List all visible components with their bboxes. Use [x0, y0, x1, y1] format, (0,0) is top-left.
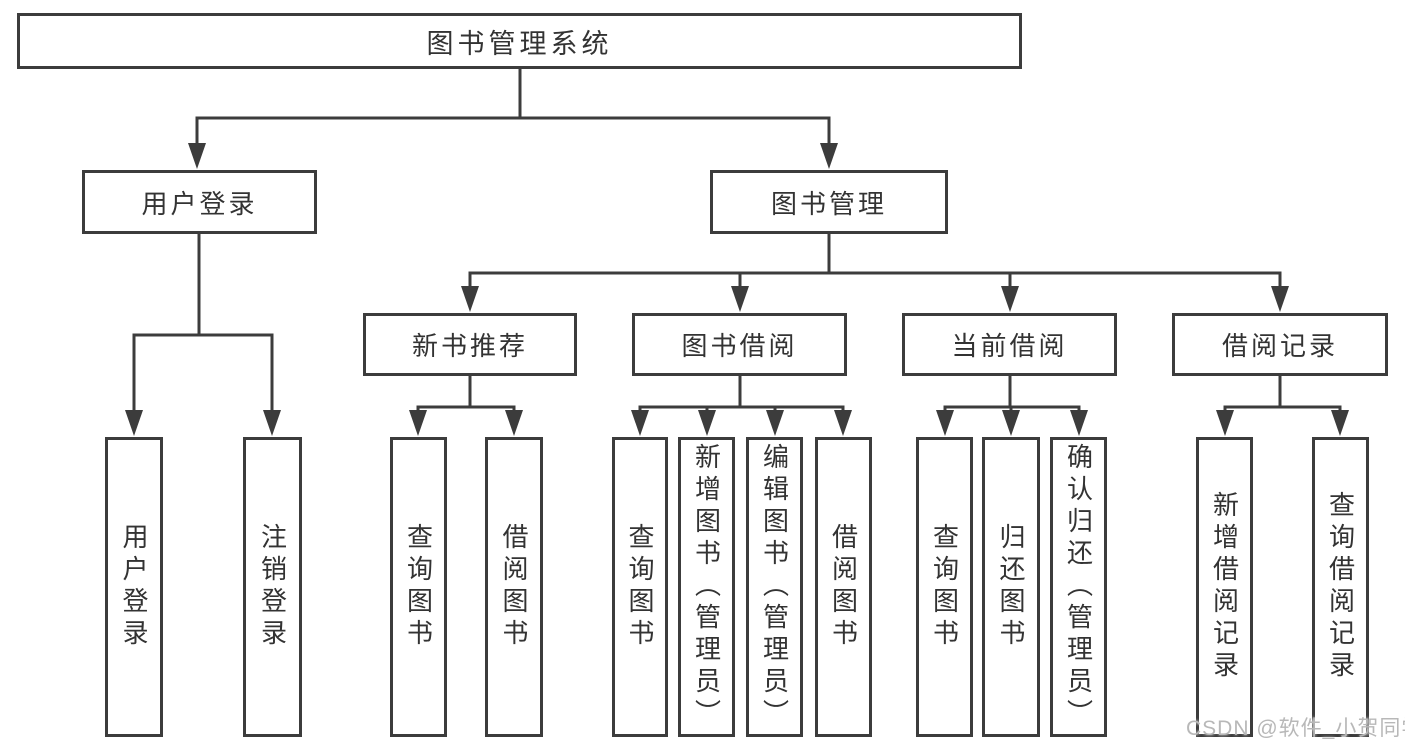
- arrowhead-icon: [505, 410, 523, 436]
- node-current-borrow: 当前借阅: [902, 313, 1117, 376]
- arrowhead-icon: [409, 410, 427, 436]
- leaf-edit-book-admin: 编辑图书（管理员）: [746, 437, 803, 737]
- leaf-add-borrow-record-label: 新增借阅记录: [1209, 491, 1240, 683]
- leaf-query-borrow-record-label: 查询借阅记录: [1325, 491, 1356, 683]
- leaf-logout-login-label: 注销登录: [257, 523, 288, 651]
- node-user-login: 用户登录: [82, 170, 317, 234]
- csdn-watermark: CSDN @软件_小贺同学: [1186, 717, 1405, 740]
- arrowhead-icon: [461, 286, 479, 312]
- leaf-user-login: 用户登录: [105, 437, 163, 737]
- arrowhead-icon: [1070, 410, 1088, 436]
- arrowhead-icon: [263, 410, 281, 436]
- node-new-book-recommend: 新书推荐: [363, 313, 577, 376]
- arrowhead-icon: [936, 410, 954, 436]
- leaf-return-book: 归还图书: [982, 437, 1040, 737]
- leaf-borrow-book-1-label: 借阅图书: [499, 523, 529, 651]
- arrowhead-icon: [834, 410, 852, 436]
- leaf-query-book-1-label: 查询图书: [403, 523, 434, 651]
- arrowhead-icon: [731, 286, 749, 312]
- connector-borrow-records: [1223, 376, 1342, 409]
- leaf-query-borrow-record: 查询借阅记录: [1312, 437, 1369, 737]
- leaf-add-book-admin-label: 新增图书（管理员）: [691, 443, 722, 731]
- arrowhead-icon: [631, 410, 649, 436]
- leaf-return-book-label: 归还图书: [996, 523, 1026, 651]
- leaf-query-book-3: 查询图书: [916, 437, 973, 737]
- node-root-label: 图书管理系统: [426, 28, 613, 59]
- arrowhead-icon: [188, 143, 206, 169]
- arrowhead-icon: [1271, 286, 1289, 312]
- node-borrow-records-label: 借阅记录: [1221, 331, 1338, 361]
- arrowhead-icon: [125, 410, 143, 436]
- leaf-query-book-1: 查询图书: [390, 437, 447, 737]
- leaf-edit-book-admin-label: 编辑图书（管理员）: [759, 443, 790, 731]
- leaf-confirm-return-admin: 确认归还（管理员）: [1050, 437, 1107, 737]
- arrowhead-icon: [766, 410, 784, 436]
- leaf-borrow-book-2: 借阅图书: [815, 437, 872, 737]
- node-new-book-recommend-label: 新书推荐: [411, 331, 528, 361]
- node-root: 图书管理系统: [17, 13, 1022, 69]
- leaf-query-book-3-label: 查询图书: [929, 523, 960, 651]
- node-book-management-label: 图书管理: [770, 188, 887, 219]
- connector-new-book-recommend: [416, 376, 516, 409]
- arrowhead-icon: [1002, 410, 1020, 436]
- arrowhead-icon: [1331, 410, 1349, 436]
- leaf-logout-login: 注销登录: [243, 437, 302, 737]
- node-book-borrow-label: 图书借阅: [681, 331, 798, 361]
- node-user-login-label: 用户登录: [141, 188, 258, 219]
- leaf-add-borrow-record: 新增借阅记录: [1196, 437, 1253, 737]
- node-book-management: 图书管理: [710, 170, 948, 234]
- connector-current-borrow: [943, 376, 1081, 409]
- leaf-borrow-book-2-label: 借阅图书: [828, 523, 859, 651]
- leaf-confirm-return-admin-label: 确认归还（管理员）: [1063, 443, 1094, 731]
- arrowhead-icon: [1001, 286, 1019, 312]
- leaf-user-login-label: 用户登录: [119, 523, 149, 651]
- connector-book-management: [468, 234, 1282, 275]
- connector-book-borrow: [638, 376, 845, 409]
- leaf-query-book-2: 查询图书: [612, 437, 668, 737]
- leaf-query-book-2-label: 查询图书: [625, 523, 655, 651]
- connector-root: [195, 69, 831, 120]
- node-book-borrow: 图书借阅: [632, 313, 847, 376]
- leaf-add-book-admin: 新增图书（管理员）: [678, 437, 735, 737]
- arrowhead-icon: [1216, 410, 1234, 436]
- arrowhead-icon: [698, 410, 716, 436]
- node-current-borrow-label: 当前借阅: [951, 331, 1068, 361]
- arrowhead-icon: [820, 143, 838, 169]
- connector-user-login: [132, 234, 274, 337]
- leaf-borrow-book-1: 借阅图书: [485, 437, 543, 737]
- node-borrow-records: 借阅记录: [1172, 313, 1388, 376]
